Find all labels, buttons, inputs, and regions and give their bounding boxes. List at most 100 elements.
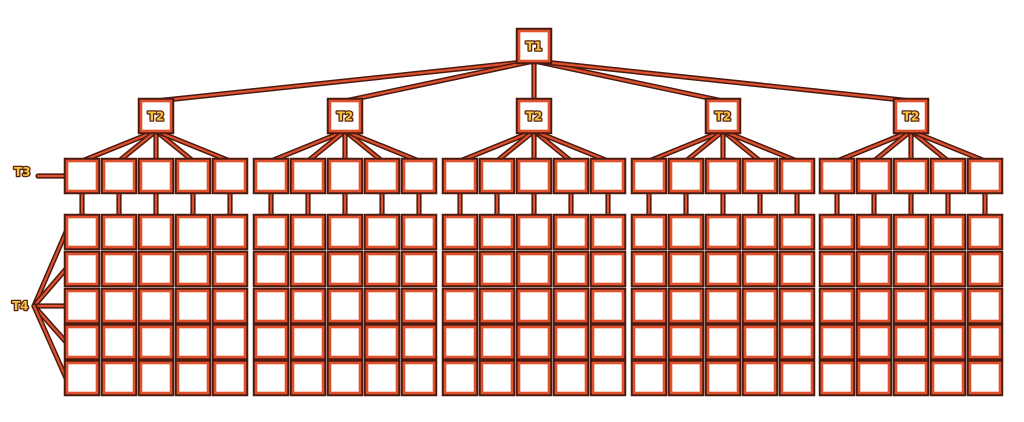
node-t4-2-2-4 bbox=[289, 323, 327, 361]
node-t4-3-2-5 bbox=[478, 359, 516, 397]
node-t2-1-label: T2 bbox=[148, 110, 165, 124]
connector-group-1-child-1 bbox=[79, 128, 159, 164]
node-t3-1-5 bbox=[211, 157, 249, 195]
node-t2-4-label: T2 bbox=[715, 110, 732, 124]
node-t4-3-2-3 bbox=[478, 287, 516, 325]
node-t4-4-5-1 bbox=[778, 213, 816, 251]
connector-group-4-child-5 bbox=[720, 128, 800, 164]
node-t4-5-1-5 bbox=[818, 359, 856, 397]
node-t3-5-5 bbox=[966, 157, 1004, 195]
node-t3-3-1 bbox=[441, 157, 479, 195]
node-t4-2-4-1 bbox=[363, 213, 401, 251]
node-t4-2-5-5 bbox=[400, 359, 438, 397]
node-t4-1-1-4 bbox=[63, 323, 101, 361]
node-t4-5-3-4 bbox=[892, 323, 930, 361]
node-t1-label: T1 bbox=[526, 40, 543, 54]
label-t3: T3 bbox=[14, 165, 31, 179]
node-t4-2-2-2 bbox=[289, 250, 327, 288]
node-t3-4-5 bbox=[778, 157, 816, 195]
node-t3-1-1 bbox=[63, 157, 101, 195]
node-t4-2-4-2 bbox=[363, 250, 401, 288]
node-t4-2-2-3 bbox=[289, 287, 327, 325]
connector-group-4-child-1 bbox=[646, 128, 726, 164]
connector-root-to-group-2 bbox=[342, 58, 537, 104]
node-t4-1-5-4 bbox=[211, 323, 249, 361]
node-t4-4-3-1 bbox=[704, 213, 742, 251]
node-t4-5-4-5 bbox=[929, 359, 967, 397]
node-t4-3-5-3 bbox=[589, 287, 627, 325]
node-t4-3-4-2 bbox=[552, 250, 590, 288]
node-t3-3-5 bbox=[589, 157, 627, 195]
connector-root-to-group-4 bbox=[531, 58, 726, 104]
node-t2-5-label: T2 bbox=[903, 110, 920, 124]
node-t3-1-2 bbox=[100, 157, 138, 195]
connector-group-2-child-2 bbox=[305, 128, 348, 164]
node-t4-5-4-4 bbox=[929, 323, 967, 361]
node-t4-3-3-3 bbox=[515, 287, 553, 325]
connector-group-5-child-2 bbox=[871, 128, 914, 164]
node-t4-2-4-3 bbox=[363, 287, 401, 325]
node-t3-3-4 bbox=[552, 157, 590, 195]
node-t3-1-3 bbox=[137, 157, 175, 195]
node-t3-2-3 bbox=[326, 157, 364, 195]
node-t3-5-2 bbox=[855, 157, 893, 195]
node-t4-4-1-1 bbox=[630, 213, 668, 251]
node-t3-5-3 bbox=[892, 157, 930, 195]
node-t4-5-4-2 bbox=[929, 250, 967, 288]
connector-group-3-child-1 bbox=[457, 128, 537, 164]
node-t4-2-1-2 bbox=[252, 250, 290, 288]
node-t3-5-1 bbox=[818, 157, 856, 195]
node-t4-5-4-1 bbox=[929, 213, 967, 251]
node-t4-5-1-4 bbox=[818, 323, 856, 361]
node-t4-1-2-4 bbox=[100, 323, 138, 361]
node-t4-2-1-5 bbox=[252, 359, 290, 397]
node-t3-2-4 bbox=[363, 157, 401, 195]
node-t3-5-4 bbox=[929, 157, 967, 195]
node-t3-3-2 bbox=[478, 157, 516, 195]
node-t4-4-3-2 bbox=[704, 250, 742, 288]
node-t4-3-3-1 bbox=[515, 213, 553, 251]
node-t3-4-2 bbox=[667, 157, 705, 195]
node-t4-2-4-5 bbox=[363, 359, 401, 397]
node-t4-5-2-1 bbox=[855, 213, 893, 251]
node-t3-2-1 bbox=[252, 157, 290, 195]
node-t4-5-4-3 bbox=[929, 287, 967, 325]
node-t4-1-1-2 bbox=[63, 250, 101, 288]
node-t4-1-2-5 bbox=[100, 359, 138, 397]
node-t4-2-2-5 bbox=[289, 359, 327, 397]
node-t4-5-2-5 bbox=[855, 359, 893, 397]
connector-group-4-child-2 bbox=[683, 128, 726, 164]
node-t4-4-1-3 bbox=[630, 287, 668, 325]
node-t2-4: T2 bbox=[704, 97, 742, 135]
node-t4-4-2-2 bbox=[667, 250, 705, 288]
node-t2-5: T2 bbox=[892, 97, 930, 135]
node-t4-3-5-4 bbox=[589, 323, 627, 361]
node-t4-4-1-5 bbox=[630, 359, 668, 397]
node-t1: T1 bbox=[515, 27, 553, 65]
node-t4-2-3-3 bbox=[326, 287, 364, 325]
node-t4-2-2-1 bbox=[289, 213, 327, 251]
node-t4-5-5-1 bbox=[966, 213, 1004, 251]
node-t4-1-4-5 bbox=[174, 359, 212, 397]
node-t4-3-1-2 bbox=[441, 250, 479, 288]
node-t4-3-5-2 bbox=[589, 250, 627, 288]
node-t2-2: T2 bbox=[326, 97, 364, 135]
node-t3-4-1 bbox=[630, 157, 668, 195]
node-t4-4-1-4 bbox=[630, 323, 668, 361]
node-t4-2-5-4 bbox=[400, 323, 438, 361]
node-t4-5-3-5 bbox=[892, 359, 930, 397]
node-t4-1-3-3 bbox=[137, 287, 175, 325]
node-t4-2-1-3 bbox=[252, 287, 290, 325]
node-t4-1-1-3 bbox=[63, 287, 101, 325]
node-t4-2-3-4 bbox=[326, 323, 364, 361]
node-t4-3-2-4 bbox=[478, 323, 516, 361]
connector-t4-label-row-2 bbox=[31, 266, 69, 309]
connector-lines bbox=[31, 58, 988, 381]
node-t4-5-5-4 bbox=[966, 323, 1004, 361]
node-t2-2-label: T2 bbox=[337, 110, 354, 124]
node-t4-1-3-5 bbox=[137, 359, 175, 397]
node-t3-4-3 bbox=[704, 157, 742, 195]
node-t4-4-4-2 bbox=[741, 250, 779, 288]
node-t4-4-2-5 bbox=[667, 359, 705, 397]
